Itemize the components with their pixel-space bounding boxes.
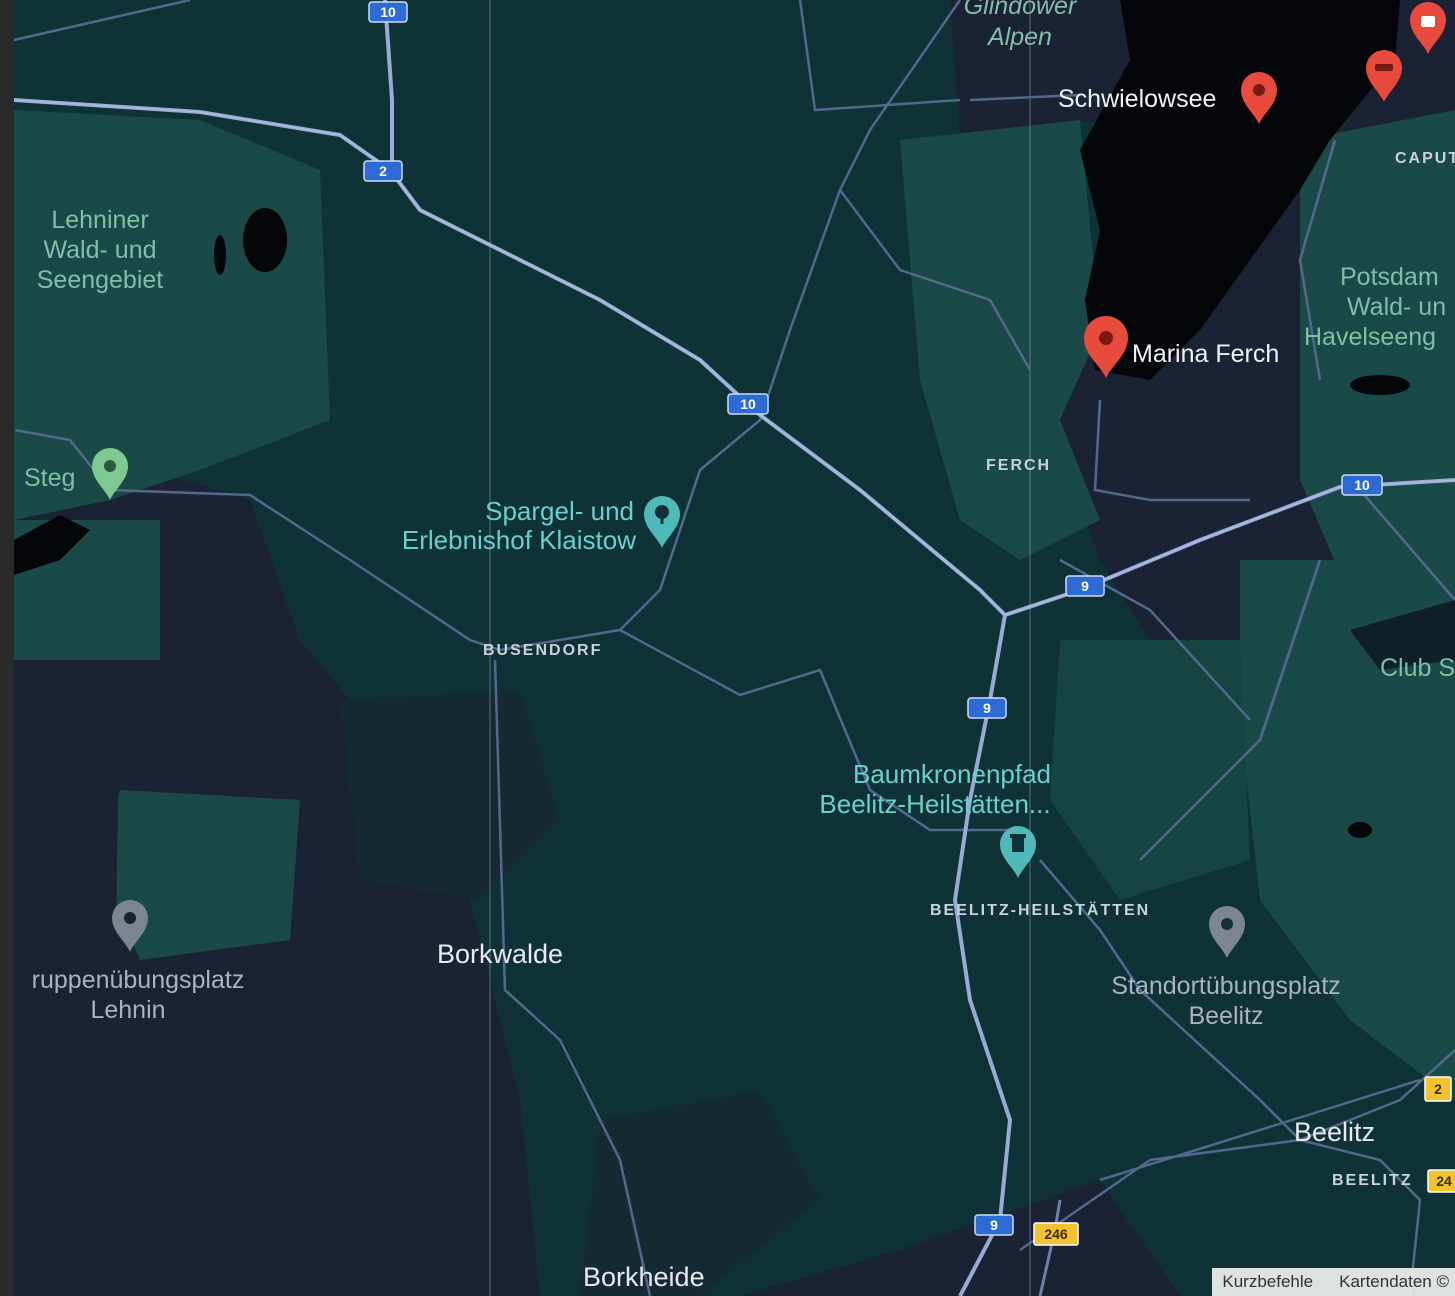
left-edge-border (0, 0, 14, 1296)
label-beelitz[interactable]: Beelitz (1294, 1117, 1375, 1147)
pin-standortuebungsplatz-icon[interactable] (1209, 906, 1245, 958)
shield-a10-right: 10 (1341, 474, 1383, 496)
shield-a9-bottom: 9 (974, 1214, 1014, 1236)
svg-text:246: 246 (1044, 1226, 1068, 1242)
shield-a10-top: 10 (368, 1, 408, 23)
map-attribution-bar: Kurzbefehle Kartendaten © (1212, 1268, 1455, 1296)
label-beelitz-heilstaetten: BEELITZ-HEILSTÄTTEN (930, 901, 1150, 919)
label-schwielowsee[interactable]: Schwielowsee (1058, 85, 1216, 113)
label-borkheide[interactable]: Borkheide (583, 1262, 705, 1292)
shield-a9-right: 9 (1065, 575, 1105, 597)
label-beelitz-small: BEELITZ (1332, 1172, 1413, 1189)
svg-text:10: 10 (380, 4, 396, 20)
svg-text:2: 2 (1434, 1081, 1442, 1097)
map-data-link[interactable]: Kartendaten © (1339, 1272, 1449, 1291)
pin-tree-icon[interactable] (644, 496, 680, 548)
pin-truppenuebungsplatz-icon[interactable] (112, 900, 148, 952)
svg-text:9: 9 (1081, 578, 1089, 594)
pin-tower-icon[interactable] (1000, 826, 1036, 878)
label-busendorf: BUSENDORF (483, 642, 602, 659)
svg-text:10: 10 (740, 396, 756, 412)
svg-text:24: 24 (1436, 1173, 1452, 1189)
pin-schwielowsee-icon[interactable] (1241, 72, 1277, 124)
pin-shopping-icon[interactable] (1410, 2, 1446, 54)
shield-a10-mid: 10 (727, 393, 769, 415)
shield-b246: 246 (1033, 1222, 1079, 1246)
svg-text:10: 10 (1354, 477, 1370, 493)
label-marina-ferch[interactable]: Marina Ferch (1132, 340, 1279, 368)
label-borkwalde[interactable]: Borkwalde (437, 939, 563, 969)
pin-steg-icon[interactable] (92, 448, 128, 500)
shield-a2: 2 (363, 160, 403, 182)
keyboard-shortcuts-link[interactable]: Kurzbefehle (1222, 1272, 1314, 1291)
shield-b24-right: 24 (1427, 1169, 1455, 1193)
label-caputh: CAPUT (1395, 150, 1455, 167)
svg-text:2: 2 (379, 163, 387, 179)
area-label-club: Club S (1380, 654, 1455, 682)
svg-text:Club S: Club S (1380, 654, 1455, 682)
pin-marina-ferch-icon[interactable] (1084, 316, 1128, 378)
label-ferch: FERCH (986, 457, 1051, 474)
label-steg[interactable]: Steg (24, 464, 75, 492)
svg-text:9: 9 (983, 700, 991, 716)
shield-a9-mid: 9 (967, 697, 1007, 719)
pin-hotel-icon[interactable] (1366, 50, 1402, 102)
shield-b2-right: 2 (1424, 1076, 1452, 1102)
svg-text:9: 9 (990, 1217, 998, 1233)
